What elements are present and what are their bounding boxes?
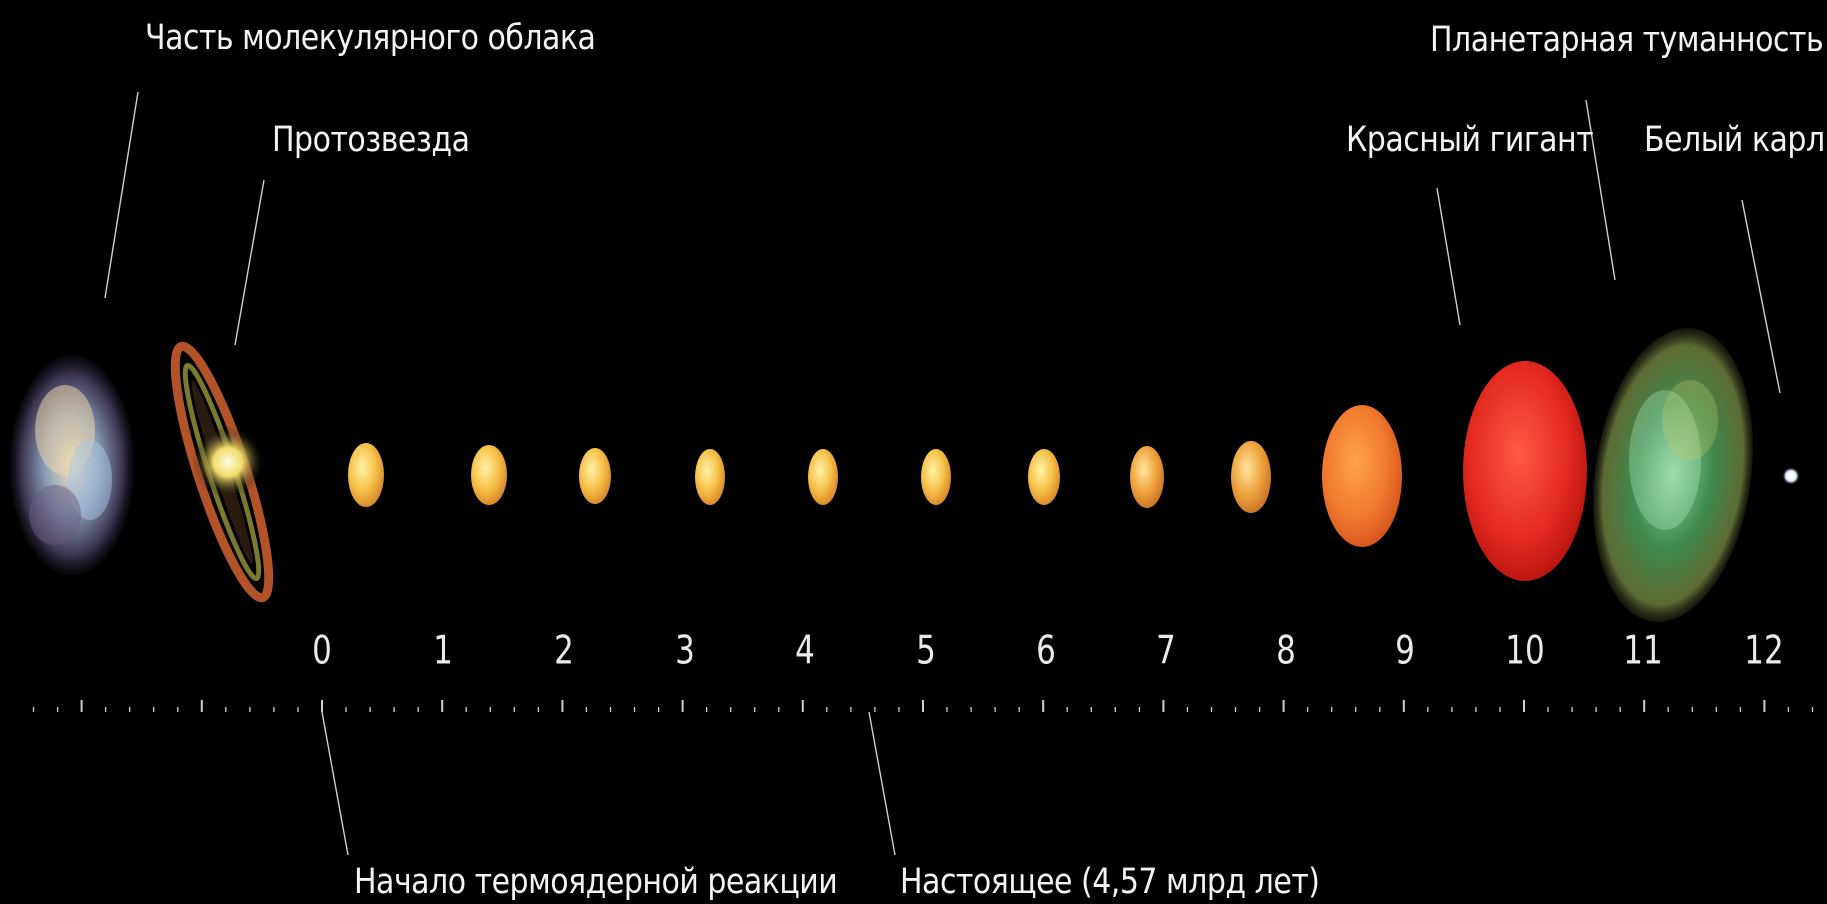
leader-fusion-start xyxy=(321,711,349,856)
sun-age-4 xyxy=(808,449,838,505)
tick-label-8: 8 xyxy=(1276,628,1296,674)
white-dwarf xyxy=(1782,467,1800,485)
label-planetary-nebula: Планетарная туманность xyxy=(1430,20,1824,61)
sun-age-7 xyxy=(1130,446,1164,508)
tick-label-5: 5 xyxy=(916,628,936,674)
leader-red-giant xyxy=(1436,187,1461,326)
sun-age-6 xyxy=(1028,449,1060,505)
sun-age-1 xyxy=(471,445,507,505)
leader-planetary-nebula xyxy=(1585,99,1616,281)
tick-label-6: 6 xyxy=(1036,628,1056,674)
tick-label-4: 4 xyxy=(795,628,815,674)
leader-present xyxy=(868,711,896,856)
tick-label-2: 2 xyxy=(554,628,574,674)
sun-age-5 xyxy=(921,449,951,505)
sun-age-3 xyxy=(695,449,725,505)
planetary-nebula xyxy=(1593,328,1753,622)
label-white-dwarf: Белый карлик xyxy=(1644,120,1827,161)
tick-label-3: 3 xyxy=(675,628,695,674)
leader-white-dwarf xyxy=(1741,199,1781,394)
sun-age-0 xyxy=(348,443,384,507)
sun-age-8 xyxy=(1231,441,1271,513)
tick-label-10: 10 xyxy=(1505,628,1545,674)
tick-label-9: 9 xyxy=(1395,628,1415,674)
leader-molecular-cloud xyxy=(104,91,139,299)
tick-label-12: 12 xyxy=(1744,628,1784,674)
time-axis xyxy=(32,700,1814,712)
protostar xyxy=(170,341,274,603)
red-giant xyxy=(1463,361,1587,581)
sun-age-2 xyxy=(579,448,611,504)
label-red-giant: Красный гигант xyxy=(1346,120,1594,161)
molecular-cloud xyxy=(10,355,134,575)
tick-label-7: 7 xyxy=(1156,628,1176,674)
leader-protostar xyxy=(234,179,265,346)
label-present: Настоящее (4,57 млрд лет) xyxy=(900,862,1320,903)
tick-label-0: 0 xyxy=(312,628,332,674)
label-protostar: Протозвезда xyxy=(272,120,470,161)
tick-label-1: 1 xyxy=(433,628,453,674)
subgiant xyxy=(1322,405,1402,547)
label-molecular-cloud: Часть молекулярного облака xyxy=(145,18,596,59)
label-fusion-start: Начало термоядерной реакции xyxy=(354,862,838,903)
tick-label-11: 11 xyxy=(1623,628,1663,674)
